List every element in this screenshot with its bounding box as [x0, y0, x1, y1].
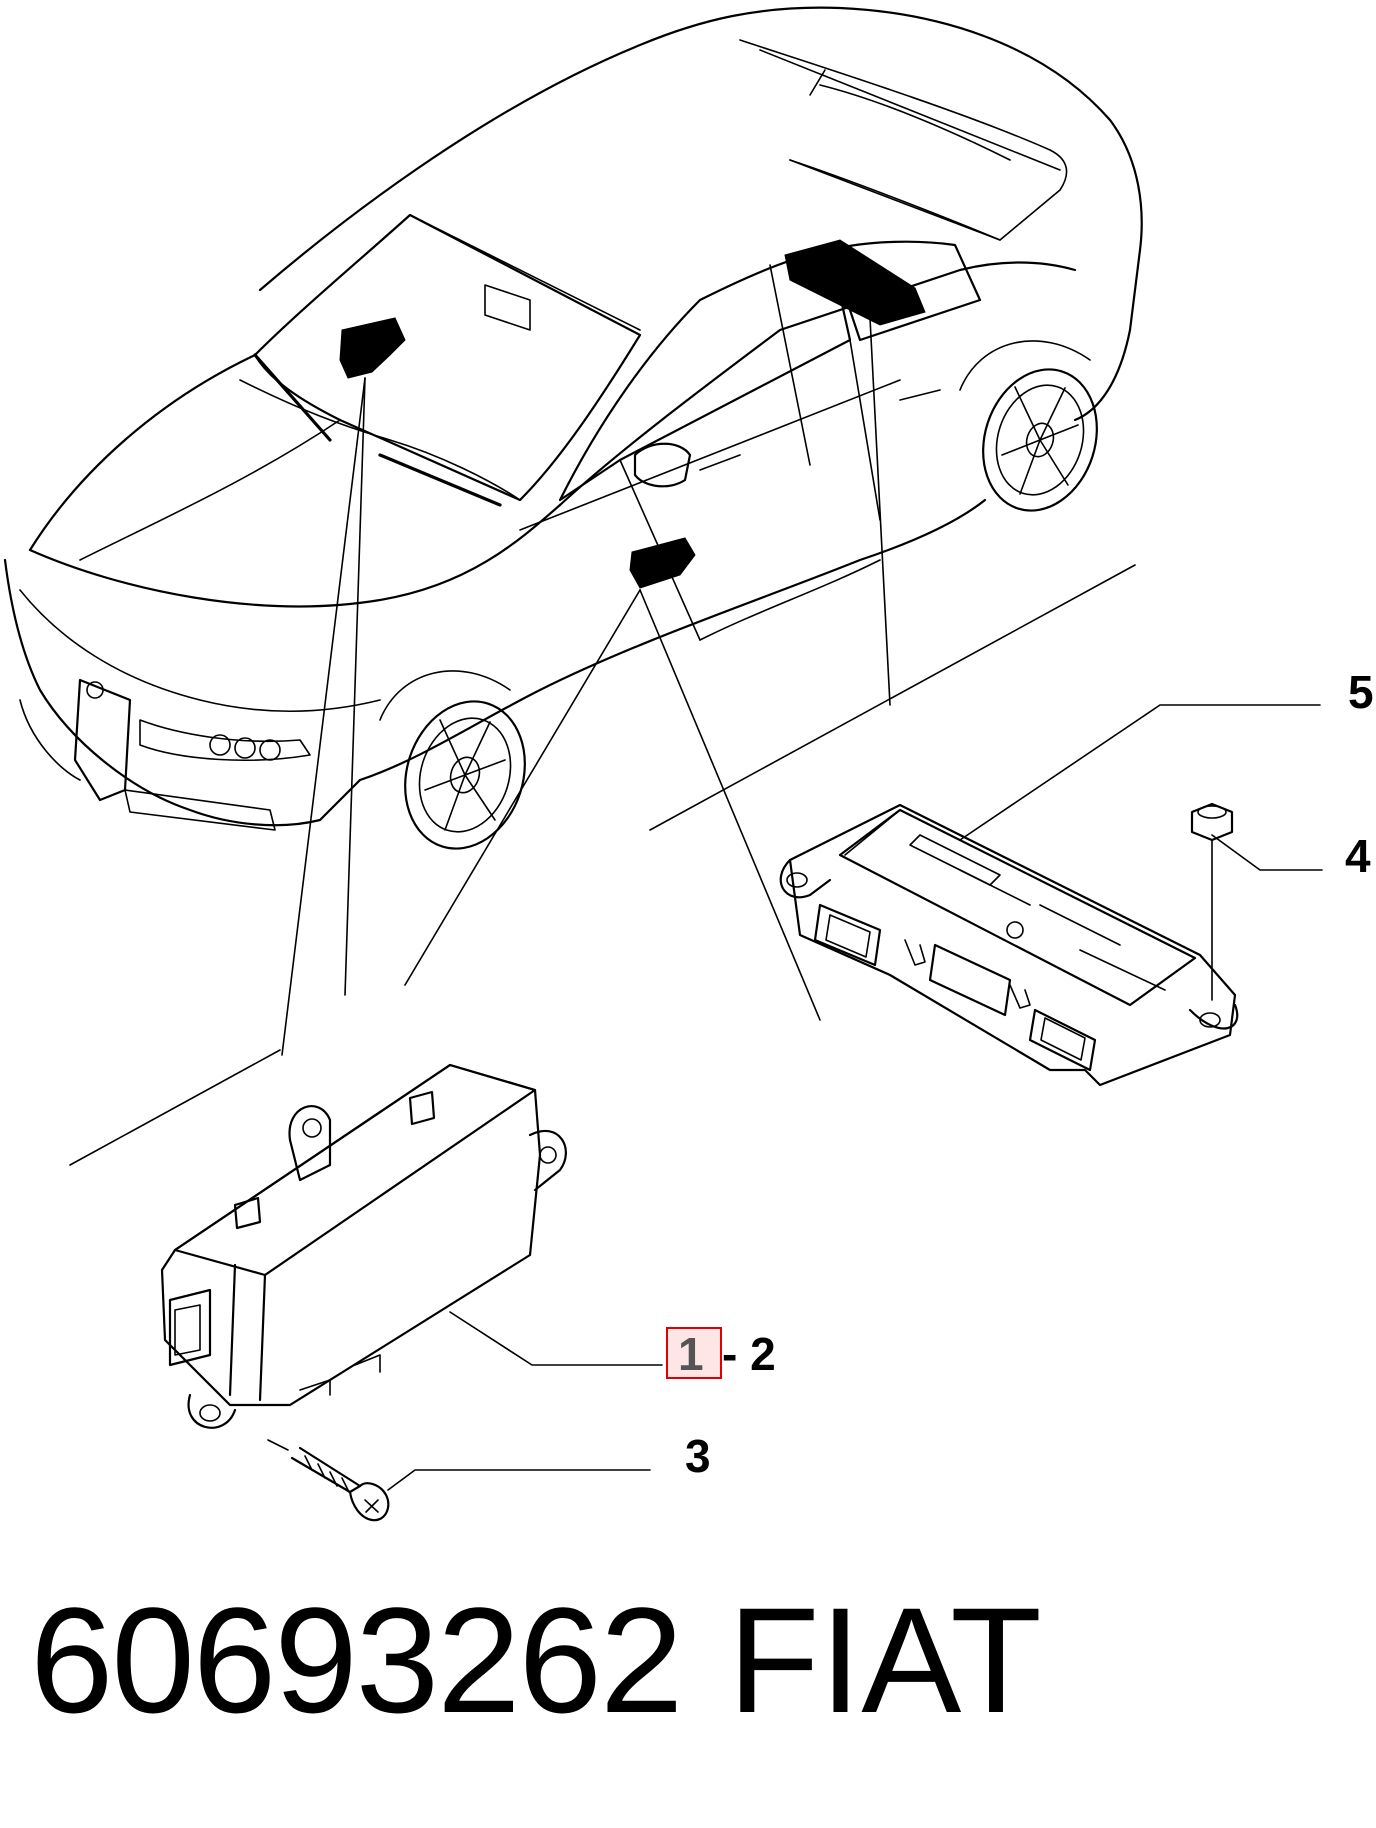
nut-part-4	[1190, 802, 1234, 1001]
callout-5-label: 5	[1348, 666, 1374, 718]
screw-part-3	[267, 1439, 390, 1522]
module-locations	[339, 239, 926, 589]
callout-3-label: 3	[685, 1430, 711, 1482]
callout-1-label: 1	[678, 1328, 704, 1380]
location-marker-rear	[784, 239, 926, 326]
location-marker-door	[629, 537, 696, 589]
brand-name: FIAT	[728, 1576, 1042, 1744]
location-marker-windshield	[339, 317, 406, 379]
part-number: 60693262	[30, 1576, 683, 1744]
callout-4-label: 4	[1345, 830, 1371, 882]
callout-leaders	[387, 704, 1323, 1491]
callout-2-label: - 2	[722, 1328, 776, 1380]
control-module-part-1	[160, 1063, 567, 1429]
callout-1-highlight	[666, 1327, 722, 1379]
leader-lines	[281, 317, 891, 1056]
body-computer-part-5	[779, 803, 1239, 1087]
